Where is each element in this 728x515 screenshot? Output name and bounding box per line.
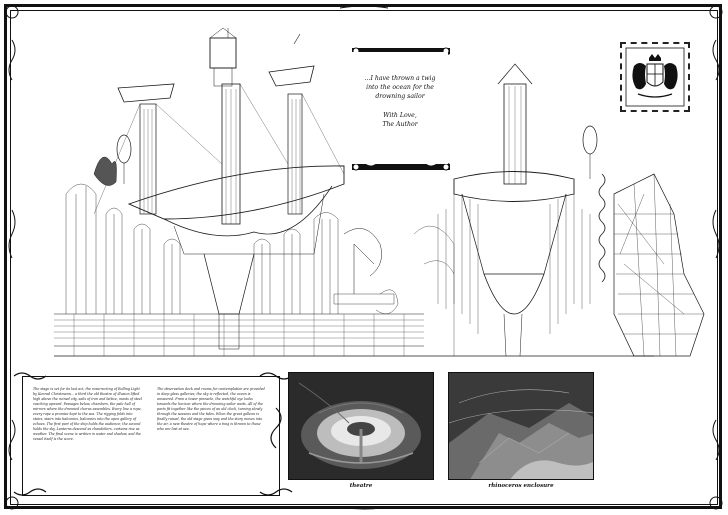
theatre-photo (288, 372, 434, 480)
body-text-column-2: The observation deck and rooms for conte… (157, 387, 265, 431)
inner-frame (10, 10, 718, 505)
body-text-column-1: The stage is set for its last act, the r… (33, 387, 143, 441)
coat-of-arms-icon (625, 47, 685, 107)
theatre-caption: theatre (349, 483, 373, 489)
body-text-panel: The stage is set for its last act, the r… (22, 376, 280, 496)
crest-stamp (620, 42, 690, 112)
text-panel-ornaments (13, 372, 293, 496)
outer-frame (4, 4, 722, 509)
quote-line-2: into the ocean for the (366, 84, 434, 91)
signoff-line-1: With Love, (383, 112, 417, 119)
quote-box: ...I have thrown a twig into the ocean f… (352, 52, 448, 164)
rhinoceros-enclosure-caption: rhinoceros enclosure (488, 483, 554, 489)
rhinoceros-enclosure-photo (448, 372, 594, 480)
architectural-drawing (54, 27, 705, 357)
quote-line-1: ...I have thrown a twig (364, 75, 436, 82)
signoff-line-2: The Author (382, 121, 418, 128)
quote-line-3: drowning sailor (375, 93, 425, 100)
